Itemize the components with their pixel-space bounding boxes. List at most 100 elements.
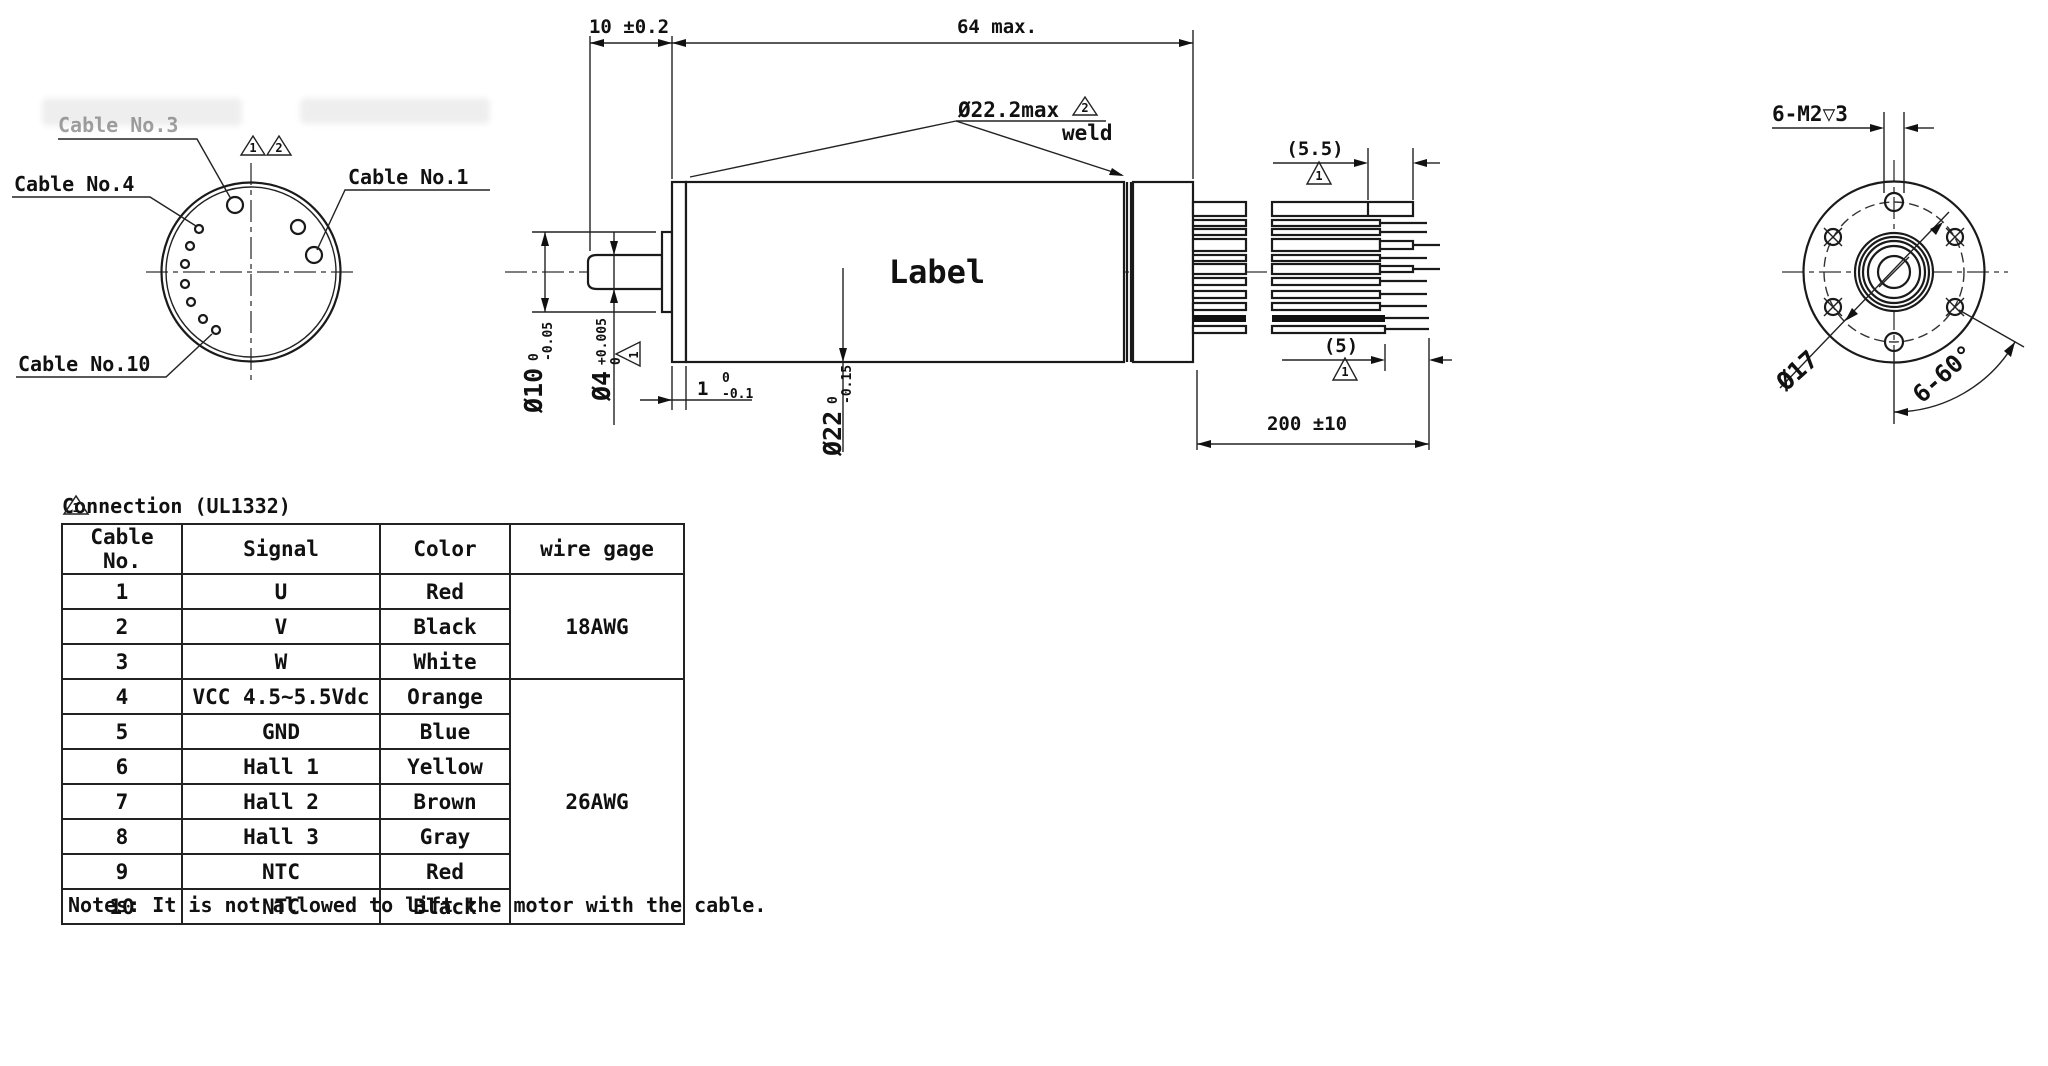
table-cell: 1 [61, 573, 183, 610]
connection-table: Cable No. Signal Color wire gage 1 U Red… [61, 523, 685, 925]
dim-pitch-diameter: Ø17 [1770, 345, 1824, 397]
svg-text:-0.05: -0.05 [541, 322, 556, 361]
table-cell: W [181, 643, 381, 680]
svg-text:0: 0 [826, 396, 841, 404]
connection-title-text: Connection (UL1332) [62, 494, 291, 518]
table-cell: Black [379, 608, 511, 645]
dim-strip-a: (5.5) [1286, 138, 1343, 160]
table-header-row: Cable No. Signal Color wire gage [61, 523, 685, 575]
dim-phi4: Ø4 +0.005 0 [587, 318, 624, 402]
svg-text:1: 1 [72, 501, 79, 515]
svg-text:0: 0 [722, 371, 730, 386]
table-row: 7 Hall 2 Brown [61, 783, 684, 820]
notes-text: Notes: It is not allowed to lift the mot… [68, 893, 767, 917]
svg-text:+0.005: +0.005 [595, 318, 610, 365]
end-cap [1131, 180, 1195, 364]
table-cell: 7 [61, 783, 183, 820]
table-header-cell: Color [379, 523, 511, 575]
table-row: 4 VCC 4.5~5.5Vdc Orange 26AWG [61, 678, 685, 925]
svg-text:1: 1 [697, 378, 708, 400]
table-cell: Black [379, 888, 511, 925]
dim-cable-length: 200 ±10 [1267, 413, 1347, 435]
cable-no1-label: Cable No.1 [348, 165, 468, 189]
svg-text:0: 0 [527, 353, 542, 361]
table-cell: Hall 3 [181, 818, 381, 855]
table-cell: 4 [61, 678, 183, 715]
svg-text:1: 1 [1315, 169, 1322, 183]
table-row: 9 NTC Red [61, 853, 684, 890]
scan-smudge [300, 98, 490, 124]
dim-screw-spec: 6-M2▽3 [1772, 102, 1848, 126]
flag-note-1-icon: 1 [1305, 160, 1333, 185]
table-cell: 8 [61, 818, 183, 855]
table-cell: V [181, 608, 381, 645]
table-row: 1 U Red 18AWG [61, 573, 685, 680]
dim-phi22: Ø22 0 -0.15 [818, 365, 855, 457]
svg-text:1: 1 [627, 351, 641, 358]
table-cell: Hall 1 [181, 748, 381, 785]
dim-step: 1 0 -0.1 [697, 371, 753, 402]
svg-text:2: 2 [1081, 101, 1088, 115]
table-cell: 5 [61, 713, 183, 750]
svg-text:-0.15: -0.15 [840, 365, 855, 404]
table-cell: NTC [181, 853, 381, 890]
svg-text:Ø22: Ø22 [818, 411, 847, 457]
cable1-hole [304, 245, 324, 265]
table-header-cell: wire gage [509, 523, 685, 575]
flag-note-1-icon: 1 [62, 494, 90, 515]
flag-note-2-icon: 2 [265, 134, 293, 156]
dim-phi10: Ø10 0 -0.05 [519, 322, 556, 414]
svg-text:2: 2 [275, 141, 282, 155]
bolt-circle [1823, 201, 1965, 343]
table-cell: 10 [61, 888, 183, 925]
bearing-rings [1853, 231, 1935, 313]
cable-no10-label: Cable No.10 [18, 352, 150, 376]
cable-no4-label: Cable No.4 [14, 172, 134, 196]
table-header-cell: Cable No. [61, 523, 183, 575]
screw-holes [1823, 191, 1965, 353]
small-cable-holes [179, 223, 222, 336]
flag-note-2-icon: 2 [1071, 95, 1099, 116]
svg-text:1: 1 [249, 141, 256, 155]
cable-no3-label: Cable No.3 [58, 113, 178, 137]
table-cell: Gray [379, 818, 511, 855]
cable2-hole [289, 218, 307, 236]
table-cell: 6 [61, 748, 183, 785]
svg-text:1: 1 [1341, 365, 1348, 379]
flag-note-1-icon: 1 [239, 134, 267, 156]
table-header-cell: Signal [181, 523, 381, 575]
dim-body-length: 64 max. [957, 16, 1037, 38]
rear-end-view: 6-M2▽3 Ø17 6-60° [1770, 102, 2025, 424]
table-cell: U [181, 573, 381, 610]
table-cell: NTC [181, 888, 381, 925]
table-row: 10 NTC Black [61, 888, 684, 925]
svg-text:0: 0 [609, 357, 624, 365]
motor-shaft [586, 253, 664, 291]
table-cell: 9 [61, 853, 183, 890]
wire-bundle-stubs [1191, 200, 1248, 335]
table-cell: 3 [61, 643, 183, 680]
table-row: 5 GND Blue [61, 713, 684, 750]
shaft-boss [660, 230, 674, 314]
left-end-view: Cable No.3 Cable No.4 Cable No.1 Cable N… [12, 113, 490, 384]
flag-note-1-icon: 1 [1331, 356, 1359, 381]
table-row: 3 W White [61, 643, 684, 680]
dim-strip-b: (5) [1324, 335, 1358, 357]
table-cell: 2 [61, 608, 183, 645]
weld-label: weld [1062, 121, 1113, 145]
cable3-hole [225, 195, 245, 215]
svg-text:Ø10: Ø10 [519, 368, 548, 414]
svg-text:Ø17: Ø17 [1770, 345, 1824, 397]
table-cell: White [379, 643, 511, 680]
table-cell: GND [181, 713, 381, 750]
table-row: 8 Hall 3 Gray [61, 818, 684, 855]
dim-weld-diameter: Ø22.2max [957, 98, 1060, 122]
wire-gage-cell: 18AWG [509, 573, 685, 680]
table-cell: Red [379, 573, 511, 610]
table-cell: Yellow [379, 748, 511, 785]
front-plate [670, 180, 688, 364]
housing-label-text: Label [889, 253, 985, 291]
svg-text:6-60°: 6-60° [1907, 339, 1979, 408]
dim-angle: 6-60° [1907, 339, 1979, 408]
